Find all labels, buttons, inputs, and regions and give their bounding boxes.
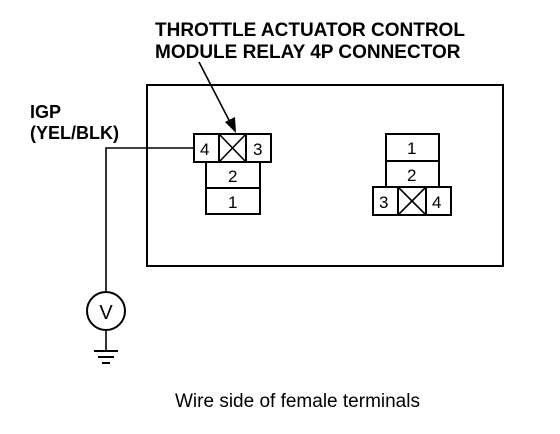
diagram-caption: Wire side of female terminals: [175, 391, 420, 412]
connector-housing: [146, 84, 504, 267]
x-box-icon: [218, 133, 247, 163]
left-terminal-4: 4: [200, 140, 209, 159]
title-leader-arrow: [198, 61, 236, 133]
right-terminal-1: 1: [407, 139, 416, 158]
right-terminal-3: 3: [379, 193, 388, 212]
left-terminal-2: 2: [228, 167, 237, 186]
ground-icon: [94, 350, 118, 364]
left-terminal-3: 3: [253, 140, 262, 159]
voltmeter-symbol: V: [99, 302, 113, 324]
connector-title-line1: THROTTLE ACTUATOR CONTROL: [155, 20, 465, 41]
left-connector: 4 3 2 1: [193, 133, 272, 215]
right-terminal-4: 4: [432, 193, 441, 212]
wire-color-label: (YEL/BLK): [30, 123, 119, 143]
connector-title-line2: MODULE RELAY 4P CONNECTOR: [155, 42, 461, 63]
x-box-icon: [397, 186, 427, 216]
igp-wire: [105, 147, 194, 292]
voltmeter-icon: V: [86, 291, 126, 331]
left-terminal-1: 1: [228, 193, 237, 212]
wire-name-label: IGP: [30, 102, 61, 122]
right-connector: 1 2 3 4: [372, 133, 452, 216]
right-terminal-2: 2: [407, 166, 416, 185]
